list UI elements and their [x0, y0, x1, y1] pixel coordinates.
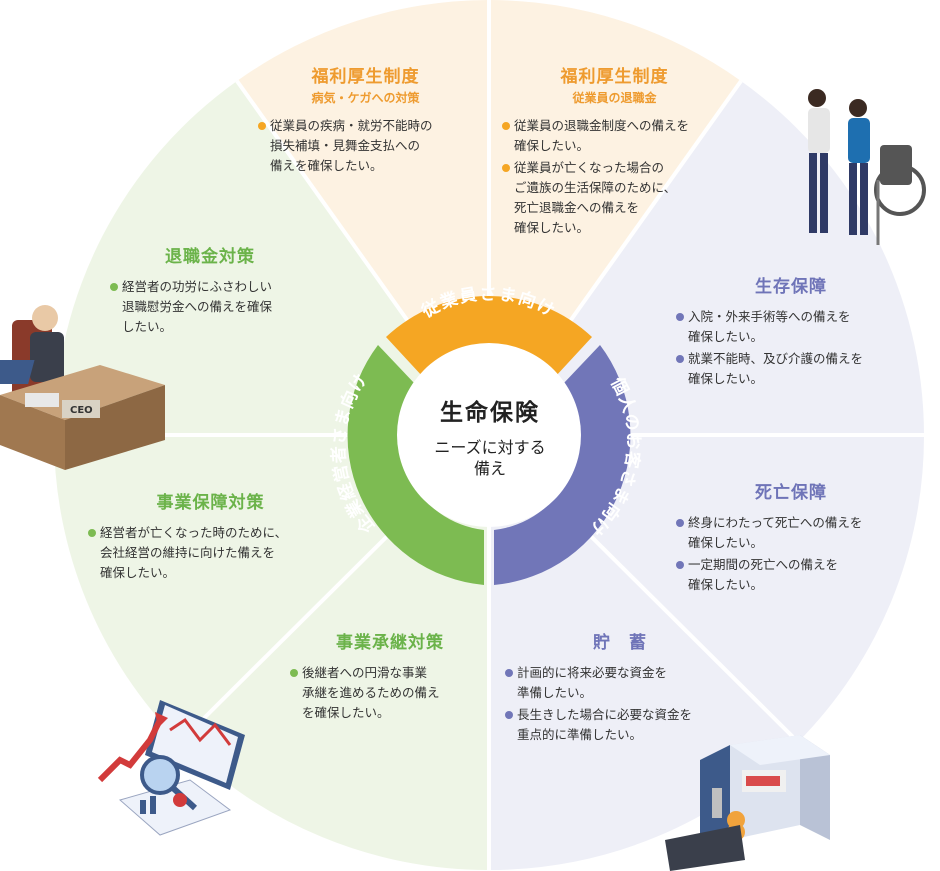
bullet-item: 就業不能時、及び介護の備えを 確保したい。: [676, 349, 906, 389]
section-title: 貯 蓄: [593, 633, 647, 653]
section-title: 生存保障: [755, 277, 827, 297]
bullet-item: 一定期間の死亡への備えを 確保したい。: [676, 555, 906, 595]
ring-segment-individual: [494, 345, 631, 585]
ceo-desk-illustration: CEO: [0, 305, 165, 470]
bullet-item: 経営者が亡くなった時のために、 会社経営の維持に向けた備えを 確保したい。: [88, 523, 333, 583]
section-title: 福利厚生制度: [311, 67, 420, 87]
section-subtitle: 従業員の退職金: [572, 91, 657, 105]
section-retirement-allowance: 退職金対策 経営者の功労にふさわしい 退職慰労金への備えを確保 したい。: [110, 242, 310, 339]
section-welfare-retirement: 福利厚生制度 従業員の退職金 従業員の退職金制度への備えを 確保したい。 従業員…: [502, 62, 727, 240]
section-business-security: 事業保障対策 経営者が亡くなった時のために、 会社経営の維持に向けた備えを 確保…: [88, 488, 333, 585]
section-subtitle: 病気・ケガへの対策: [311, 91, 420, 105]
section-survival: 生存保障 入院・外来手術等への備えを 確保したい。 就業不能時、及び介護の備えを…: [676, 272, 906, 391]
section-title: 死亡保障: [755, 483, 827, 503]
section-title: 退職金対策: [165, 247, 255, 267]
ceo-nameplate: CEO: [70, 405, 93, 416]
safe-money-illustration: [665, 735, 830, 871]
bullet-item: 後継者への円滑な事業 承継を進めるための備え を確保したい。: [290, 663, 490, 723]
section-death: 死亡保障 終身にわたって死亡への備えを 確保したい。 一定期間の死亡への備えを …: [676, 478, 906, 597]
bullet-item: 終身にわたって死亡への備えを 確保したい。: [676, 513, 906, 553]
center-subtitle-line2: 備え: [473, 459, 506, 478]
bullet-list: 計画的に将来必要な資金を 準備したい。 長生きした場合に必要な資金を 重点的に準…: [505, 663, 735, 745]
bullet-list: 終身にわたって死亡への備えを 確保したい。 一定期間の死亡への備えを 確保したい…: [676, 513, 906, 595]
bullet-item: 従業員の退職金制度への備えを 確保したい。: [502, 116, 727, 156]
ring-segment-employees: [386, 296, 592, 377]
section-succession: 事業承継対策 後継者への円滑な事業 承継を進めるための備え を確保したい。: [290, 628, 490, 725]
center-circle: [397, 343, 581, 527]
center-subtitle-line1: ニーズに対する: [434, 438, 546, 457]
caregiver-wheelchair-illustration: [808, 89, 926, 245]
bullet-item: 計画的に将来必要な資金を 準備したい。: [505, 663, 735, 703]
sector-retirement-allowance: [54, 81, 489, 435]
section-title: 事業承継対策: [336, 633, 444, 653]
bullet-item: 経営者の功労にふさわしい 退職慰労金への備えを確保 したい。: [110, 277, 310, 337]
bullet-list: 後継者への円滑な事業 承継を進めるための備え を確保したい。: [290, 663, 490, 723]
bullet-item: 従業員の疾病・就労不能時の 損失補填・見舞金支払への 備えを確保したい。: [258, 116, 473, 176]
bullet-list: 従業員の疾病・就労不能時の 損失補填・見舞金支払への 備えを確保したい。: [258, 116, 473, 176]
bullet-item: 長生きした場合に必要な資金を 重点的に準備したい。: [505, 705, 735, 745]
center-subtitle: ニーズに対する 備え: [400, 437, 580, 479]
ring-segment-executives: [347, 345, 484, 585]
bullet-item: 従業員が亡くなった場合の ご遺族の生活保障のために、 死亡退職金への備えを 確保…: [502, 158, 727, 238]
section-savings: 貯 蓄 計画的に将来必要な資金を 準備したい。 長生きした場合に必要な資金を 重…: [505, 628, 735, 747]
analytics-chart-illustration: [97, 700, 245, 836]
bullet-item: 入院・外来手術等への備えを 確保したい。: [676, 307, 906, 347]
bullet-list: 経営者が亡くなった時のために、 会社経営の維持に向けた備えを 確保したい。: [88, 523, 333, 583]
bullet-list: 経営者の功労にふさわしい 退職慰労金への備えを確保 したい。: [110, 277, 310, 337]
section-welfare-illness: 福利厚生制度 病気・ケガへの対策 従業員の疾病・就労不能時の 損失補填・見舞金支…: [258, 62, 473, 178]
section-title: 事業保障対策: [156, 493, 265, 513]
bullet-list: 従業員の退職金制度への備えを 確保したい。 従業員が亡くなった場合の ご遺族の生…: [502, 116, 727, 238]
center-title: 生命保険: [440, 400, 540, 426]
bullet-list: 入院・外来手術等への備えを 確保したい。 就業不能時、及び介護の備えを 確保した…: [676, 307, 906, 389]
section-title: 福利厚生制度: [560, 67, 669, 87]
